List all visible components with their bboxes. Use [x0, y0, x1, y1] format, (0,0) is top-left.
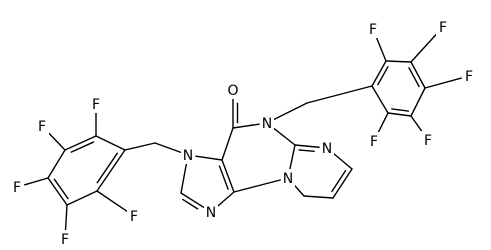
- atom-label-bg: [260, 114, 274, 132]
- oxygen-atom-label: O: [227, 83, 238, 99]
- bond-r3-fr3: [410, 32, 439, 63]
- atom-label-bg: [127, 207, 141, 225]
- bond-l4-l5: [47, 177, 68, 206]
- bond-l3-fl3: [46, 131, 66, 151]
- fluorine-atom-label: F: [61, 232, 69, 248]
- atom-label-bg: [89, 95, 103, 113]
- bond-c4-c5: [221, 127, 234, 161]
- nitrogen-atom-label: N: [322, 141, 332, 157]
- nitrogen-atom-label: N: [283, 171, 293, 187]
- bond-r6-fr6: [376, 112, 389, 135]
- bond-r1-r2-inner: [377, 65, 389, 86]
- bond-r6-r1: [371, 85, 389, 114]
- bond-l3-l4: [47, 149, 66, 179]
- bond-c12-n8: [292, 183, 305, 197]
- bond-c5-n6: [232, 123, 260, 129]
- bond-l5-fl5: [64, 204, 68, 232]
- bond-l1-l2: [95, 135, 126, 151]
- bond-c3-c4-inner: [218, 165, 229, 190]
- bonds: [23, 32, 462, 232]
- fluorine-atom-label: F: [370, 134, 378, 150]
- bond-l6-l1-inner: [96, 152, 119, 184]
- fluorine-atom-label: F: [130, 209, 138, 225]
- nitrogen-atom-label: N: [262, 116, 272, 132]
- bond-r3-r4-inner: [408, 67, 420, 88]
- atom-label-bg: [421, 131, 435, 149]
- bond-c3-c4: [221, 159, 235, 193]
- bond-l6-fl6: [96, 190, 129, 213]
- bond-r1-r2: [371, 60, 387, 87]
- bond-c7-n9: [294, 144, 320, 148]
- bond-r2-r3: [385, 60, 412, 63]
- bond-r4-fr4: [424, 77, 462, 89]
- bond-l1-ch2l: [124, 142, 156, 151]
- bond-c4-n1: [195, 155, 223, 161]
- bond-ch2l-n1: [154, 142, 182, 153]
- fluorine-atom-label: F: [465, 69, 473, 85]
- bond-n1-c9: [180, 162, 188, 194]
- atom-label-bg: [35, 117, 49, 135]
- bond-r5-fr5: [410, 115, 425, 135]
- atom-label-bg: [281, 169, 295, 187]
- atom-label-bg: [226, 81, 240, 99]
- bond-c10-c11-inner: [331, 169, 347, 193]
- bond-c7-n8: [288, 144, 296, 171]
- bond-ch2r-r1: [306, 85, 373, 104]
- atom-label-bg: [10, 178, 24, 196]
- fluorine-atom-label: F: [424, 133, 432, 149]
- bond-c9-n2-inner: [182, 198, 199, 210]
- atom-label-bg: [204, 203, 218, 221]
- bond-n2-c3: [216, 191, 235, 208]
- atom-labels: O N N N N N F F F F F F F F F F: [10, 18, 476, 248]
- bond-l4-fl4: [23, 177, 49, 186]
- bond-c7-n9-inner: [298, 149, 315, 153]
- atom-label-bg: [436, 18, 450, 36]
- nitrogen-atom-label: N: [183, 148, 193, 164]
- bond-n6-c7: [272, 127, 296, 146]
- bond-r5-r6-inner: [391, 108, 410, 112]
- atom-label-bg: [366, 20, 380, 38]
- fluorine-atom-label: F: [13, 180, 21, 196]
- atom-label-bg: [367, 132, 381, 150]
- bond-l2-l3-inner: [70, 141, 95, 153]
- bond-n9-c10: [332, 152, 353, 170]
- fluorine-atom-label: F: [38, 119, 46, 135]
- bond-c11-c12: [303, 195, 334, 199]
- bond-n8-c3: [233, 179, 281, 193]
- bond-l5-l6: [66, 190, 98, 206]
- bond-r2-fr2: [375, 35, 387, 62]
- bond-c9-n2: [180, 192, 205, 209]
- bond-c10-c11: [332, 168, 353, 199]
- fluorine-atom-label: F: [369, 22, 377, 38]
- nitrogen-atom-label: N: [206, 205, 216, 221]
- bond-l2-l3: [64, 135, 97, 151]
- bond-n6-ch2r: [273, 102, 308, 121]
- bond-r4-r5: [410, 87, 426, 117]
- atom-label-bg: [181, 146, 195, 164]
- bond-r3-r4: [410, 61, 426, 89]
- fluorine-atom-label: F: [92, 97, 100, 113]
- bond-r5-r6: [387, 112, 412, 117]
- atom-label-bg: [58, 230, 72, 248]
- fluorine-atom-label: F: [439, 20, 447, 36]
- bond-l4-l5-inner: [53, 178, 69, 200]
- bond-l6-l1: [96, 149, 126, 192]
- atom-label-bg: [462, 67, 476, 85]
- atom-label-bg: [320, 139, 334, 157]
